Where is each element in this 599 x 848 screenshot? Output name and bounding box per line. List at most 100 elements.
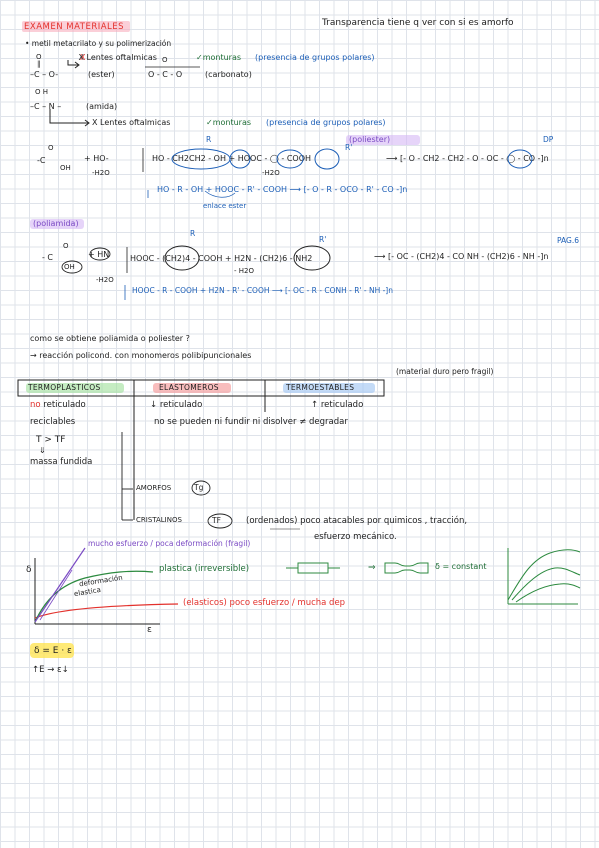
poliamida-h2o-a: -H2O [96,276,114,284]
amorfos-label: AMORFOS [136,484,172,492]
header-termoestables: TERMOESTABLES [286,383,355,392]
poliester-monomer: HO - CH2CH2 - OH + HOOC - ◯ - COOH [152,154,312,163]
ester-o: O [36,53,42,61]
graph-x-axis: ε [147,625,152,635]
poliamida-plus-hn: + HN [88,250,110,259]
arrow-lentes-2 [49,109,88,124]
circle-tf [207,513,233,529]
polares-2: (presencia de grupos polares) [266,118,386,127]
circle-benzene [314,148,340,170]
circle-ch2-4 [164,245,200,271]
circle-hooc [276,149,304,169]
material-note: (material duro pero fragil) [396,367,494,376]
question: como se obtiene poliamida o poliester ? [30,334,190,343]
x-mark: X [80,53,86,62]
lentes-1-text: X Lentes oftalmicas [78,53,157,62]
circle-oh-amida [61,260,83,274]
carbonato-label: (carbonato) [205,70,252,79]
cristalinos-desc-1: (ordenados) poco atacables por quimicos … [246,516,468,526]
carbonato-group: O - C - O [148,70,183,79]
pag-label: PAG.6 [557,236,580,245]
page-title: EXAMEN MATERIALES [24,22,125,32]
termo-reticulado: no reticulado [30,401,86,410]
small-curve-1 [507,549,581,601]
poliester-h2o-a: -H2O [92,169,110,177]
ester-dbl: ‖ [37,60,41,68]
tf-label: TF [212,516,221,525]
graph-constant: δ = constant [435,562,487,571]
title-highlight [22,21,130,32]
elastomeros-highlight [153,383,231,393]
monturas-1: ✓monturas [196,53,242,62]
poliester-h2o-b: -H2O [262,169,280,177]
header-note: Transparencia tiene q ver con si es amor… [322,18,514,28]
curve-plastica [34,570,154,623]
graph-elasticos: (elasticos) poco esfuerzo / mucha dep [183,598,346,608]
poliester-label: (poliester) [349,135,391,144]
poliamida-c: - C [42,253,54,262]
termo-reticulado-text: reticulado [40,400,86,410]
bullet-metil: • metil metacrilato y su polimerización [25,39,172,48]
cristalinos-desc-2: esfuerzo mecánico. [314,532,397,542]
carbonato-o: O [162,56,168,64]
monturas-2: ✓monturas [206,118,252,127]
arrow-lentes-1 [67,60,78,66]
graph-top-label: mucho esfuerzo / poca deformación (fragi… [88,539,251,548]
lentes-1: XX Lentes oftalmicas [78,53,157,62]
curve-fragil [34,547,86,623]
hooke-relation: ↑E → ε↓ [32,665,69,675]
ester-group: –C – O- [30,70,59,79]
circle-ch2ch2 [171,148,231,170]
amida-oh: O H [35,88,48,96]
poliester-c: -C [37,156,46,165]
termoest-reticulado: ↑ reticulado [311,400,364,410]
tg-label: Tg [194,483,204,492]
termo-no: no [30,400,41,410]
header-elastomeros: ELASTOMEROS [159,383,219,392]
poliamida-product: ⟶ [- OC - (CH2)4 - CO NH - (CH2)6 - NH -… [374,252,549,261]
poliamida-general: HOOC - R - COOH + H2N - R' - COOH ⟶ [- O… [132,286,393,295]
poliester-oh: OH [60,164,71,172]
specimen-necked [384,562,429,574]
enlace-ester-brace [204,190,236,198]
poliamida-monomer: HOOC - (CH2)4 - COOH + H2N - (CH2)6 - NH… [130,254,313,263]
amida-group: –C – N – [30,102,62,111]
hooke-highlight [30,643,74,658]
termo-arrow: ⇓ [39,446,46,455]
circle-oh [229,149,251,169]
poliester-general: HO - R - OH + HOOC - R' - COOH ⟶ [- O - … [157,185,408,194]
termoestables-highlight [283,383,375,393]
poliester-c-o: O [48,144,54,152]
poliester-highlight [346,135,420,145]
poliester-r1: R [206,135,212,144]
poliamida-c-o: O [63,242,69,250]
answer: → reacción policond. con monomeros polib… [30,351,252,360]
polares-1: (presencia de grupos polares) [255,53,375,62]
elast-reticulado: ↓ reticulado [150,400,203,410]
termo-tf: T > TF [36,435,66,445]
circle-hn [89,247,111,261]
termo-massa: massa fundida [30,457,93,467]
specimen-bar [297,562,329,574]
elast-no-fundir: no se pueden ni fundir ni disolver ≠ deg… [154,417,348,427]
small-curve-2 [511,567,581,601]
poliester-r2: R' [345,143,353,152]
poliamida-r2: R' [319,235,327,244]
table-header-box [17,379,385,397]
ester-label: (ester) [88,70,115,79]
graph-arrow: ⇒ [368,563,376,573]
poliamida-h2o-b: - H2O [234,267,254,275]
arrowhead-lentes-1 [74,61,80,69]
poliester-product: ⟶ [- O - CH2 - CH2 - O - OC - ◯ - CO -]n [386,154,549,163]
curve-elastico [34,603,179,619]
poliamida-label: (poliamida) [33,219,79,228]
poliamida-oh: OH [64,263,75,271]
termoplasticos-highlight [26,383,124,393]
enlace-ester: enlace ester [203,202,247,210]
graph-plastica: plastica (irreversible) [159,564,250,574]
poliester-plus-ho: + HO- [84,154,109,163]
curve-elastica-line [39,569,73,621]
arrowhead-lentes-2 [84,119,90,127]
poliamida-r1: R [190,229,196,238]
